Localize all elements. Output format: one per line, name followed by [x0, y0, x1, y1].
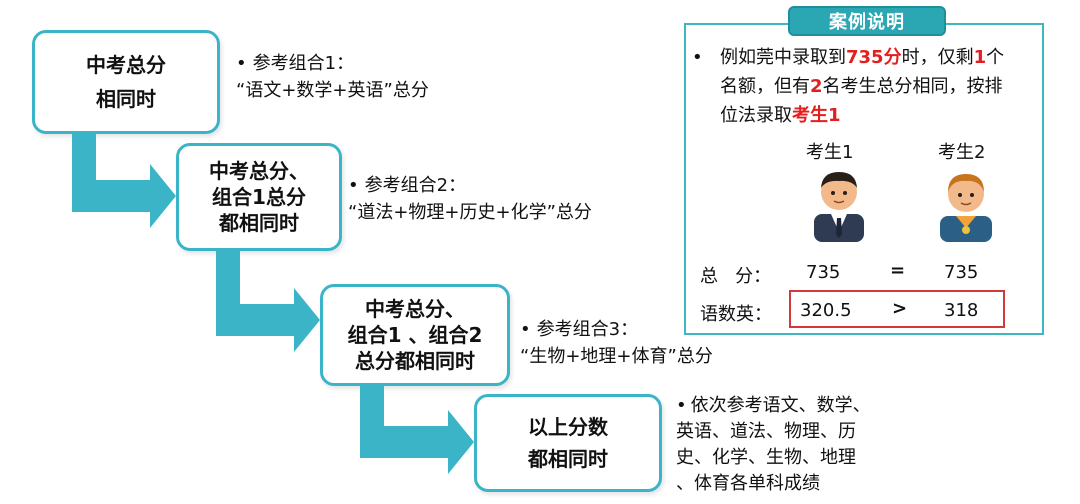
note-combo-1: •参考组合1： “语文+数学+英语”总分	[236, 50, 429, 104]
student-1-label: 考生1	[806, 142, 854, 163]
bullet: •	[692, 47, 703, 68]
note-3-subjects: “生物+地理+体育”总分	[520, 346, 713, 367]
case-text: 位法录取	[720, 105, 792, 126]
combo-student-1: 320.5	[800, 300, 852, 321]
final-line-2: 英语、道法、物理、历	[676, 421, 856, 442]
note-1-subjects: “语文+数学+英语”总分	[236, 80, 429, 101]
case-panel	[684, 23, 1044, 335]
step-3-line-1: 中考总分、	[365, 297, 465, 321]
step-box-4: 以上分数 都相同时	[474, 394, 662, 492]
step-2-line-1: 中考总分、	[209, 159, 309, 183]
step-1-line-1: 中考总分	[86, 53, 166, 77]
case-text: 个	[986, 47, 1005, 68]
total-student-2: 735	[944, 262, 979, 283]
step-2-line-3: 都相同时	[219, 211, 299, 235]
note-2-title: 参考组合2：	[364, 175, 467, 196]
combo-student-2: 318	[944, 300, 979, 321]
student-2-avatar-icon	[940, 174, 992, 242]
final-line-1: 依次参考语文、数学、	[690, 395, 871, 416]
step-box-3: 中考总分、 组合1 、组合2 总分都相同时	[320, 284, 510, 386]
step-box-2: 中考总分、 组合1总分 都相同时	[176, 143, 342, 251]
total-student-1: 735	[806, 262, 841, 283]
step-4-line-1: 以上分数	[528, 415, 608, 439]
note-combo-2: •参考组合2： “道法+物理+历史+化学”总分	[348, 172, 592, 226]
combo-operator: >	[892, 298, 908, 319]
highlight-students: 2	[810, 76, 823, 97]
highlight-count: 1	[973, 47, 987, 68]
step-1-line-2: 相同时	[96, 87, 156, 111]
case-bullet: •	[692, 44, 703, 71]
bullet: •	[348, 175, 359, 196]
final-line-3: 史、化学、生物、地理	[676, 447, 856, 468]
case-text: 例如莞中录取到	[720, 47, 846, 68]
combo-score-highlight-box	[789, 290, 1005, 328]
combo-label: 语数英：	[700, 304, 772, 325]
note-1-title: 参考组合1：	[252, 53, 355, 74]
case-text: 名额，但有	[720, 76, 810, 97]
total-label: 总 分：	[700, 266, 772, 287]
total-operator: =	[890, 260, 906, 281]
student-2-label: 考生2	[938, 142, 986, 163]
note-3-title: 参考组合3：	[536, 319, 639, 340]
step-box-1: 中考总分 相同时	[32, 30, 220, 134]
case-text: 名考生总分相同，按排	[822, 76, 1003, 97]
highlight-score: 735分	[846, 47, 902, 68]
final-line-4: 、体育各单科成绩	[676, 473, 820, 494]
bullet: •	[236, 53, 247, 74]
note-2-subjects: “道法+物理+历史+化学”总分	[348, 202, 592, 223]
final-note: •依次参考语文、数学、 英语、道法、物理、历 史、化学、生物、地理 、体育各单科…	[676, 393, 871, 497]
case-line-1: 例如莞中录取到735分时，仅剩1个	[720, 44, 1004, 71]
step-2-line-2: 组合1总分	[212, 185, 306, 209]
bullet: •	[676, 395, 687, 416]
highlight-student1: 考生1	[792, 105, 841, 126]
note-combo-3: •参考组合3： “生物+地理+体育”总分	[520, 316, 713, 370]
step-4-line-2: 都相同时	[528, 447, 608, 471]
bullet: •	[520, 319, 531, 340]
case-title: 案例说明	[788, 6, 946, 36]
case-line-3: 位法录取考生1	[720, 102, 841, 129]
case-line-2: 名额，但有2名考生总分相同，按排	[720, 73, 1003, 100]
student-1-avatar-icon	[814, 172, 864, 242]
case-text: 时，仅剩	[901, 47, 974, 68]
step-3-line-2: 组合1 、组合2	[347, 323, 483, 347]
step-3-line-3: 总分都相同时	[355, 349, 475, 373]
